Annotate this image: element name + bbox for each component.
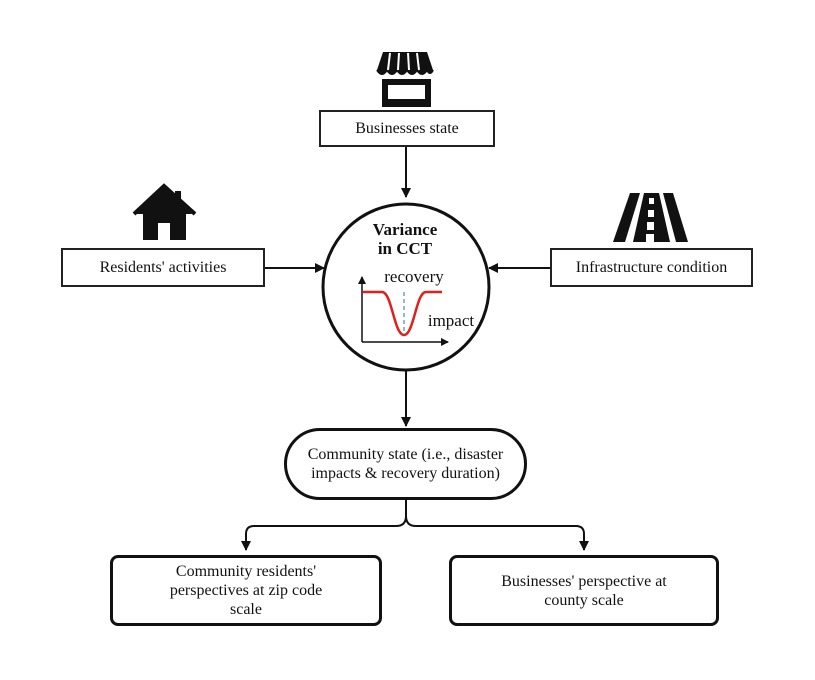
businesses-state-box: Businesses state [319, 110, 495, 147]
businesses-state-label: Businesses state [355, 120, 459, 137]
storefront-icon [376, 52, 434, 107]
mini-chart-recovery-label: recovery [384, 267, 444, 286]
community-state-label: Community state (i.e., disaster impacts … [307, 446, 504, 482]
house-icon [132, 183, 197, 240]
businesses-perspective-label: Businesses' perspective at county scale [501, 572, 667, 609]
infrastructure-condition-label: Infrastructure condition [575, 259, 728, 276]
community-state-box: Community state (i.e., disaster impacts … [284, 428, 527, 500]
center-circle [321, 202, 491, 372]
center-title-line1: Variance [372, 220, 438, 239]
residents-activities-box: Residents' activities [61, 248, 265, 287]
center-title-line2: in CCT [377, 239, 433, 258]
residents-perspective-label: Community residents' perspectives at zip… [169, 563, 323, 618]
residents-activities-label: Residents' activities [99, 259, 227, 276]
infrastructure-condition-box: Infrastructure condition [550, 248, 753, 287]
branch-connector [241, 500, 589, 551]
road-icon [613, 193, 688, 242]
mini-chart-recovery-curve [363, 290, 442, 337]
mini-chart-impact-label: impact [428, 311, 475, 330]
cct-mini-chart: recovery impact [358, 267, 475, 346]
businesses-perspective-box: Businesses' perspective at county scale [449, 555, 719, 626]
residents-perspective-box: Community residents' perspectives at zip… [110, 555, 382, 626]
center-title: Variance in CCT [355, 220, 455, 258]
